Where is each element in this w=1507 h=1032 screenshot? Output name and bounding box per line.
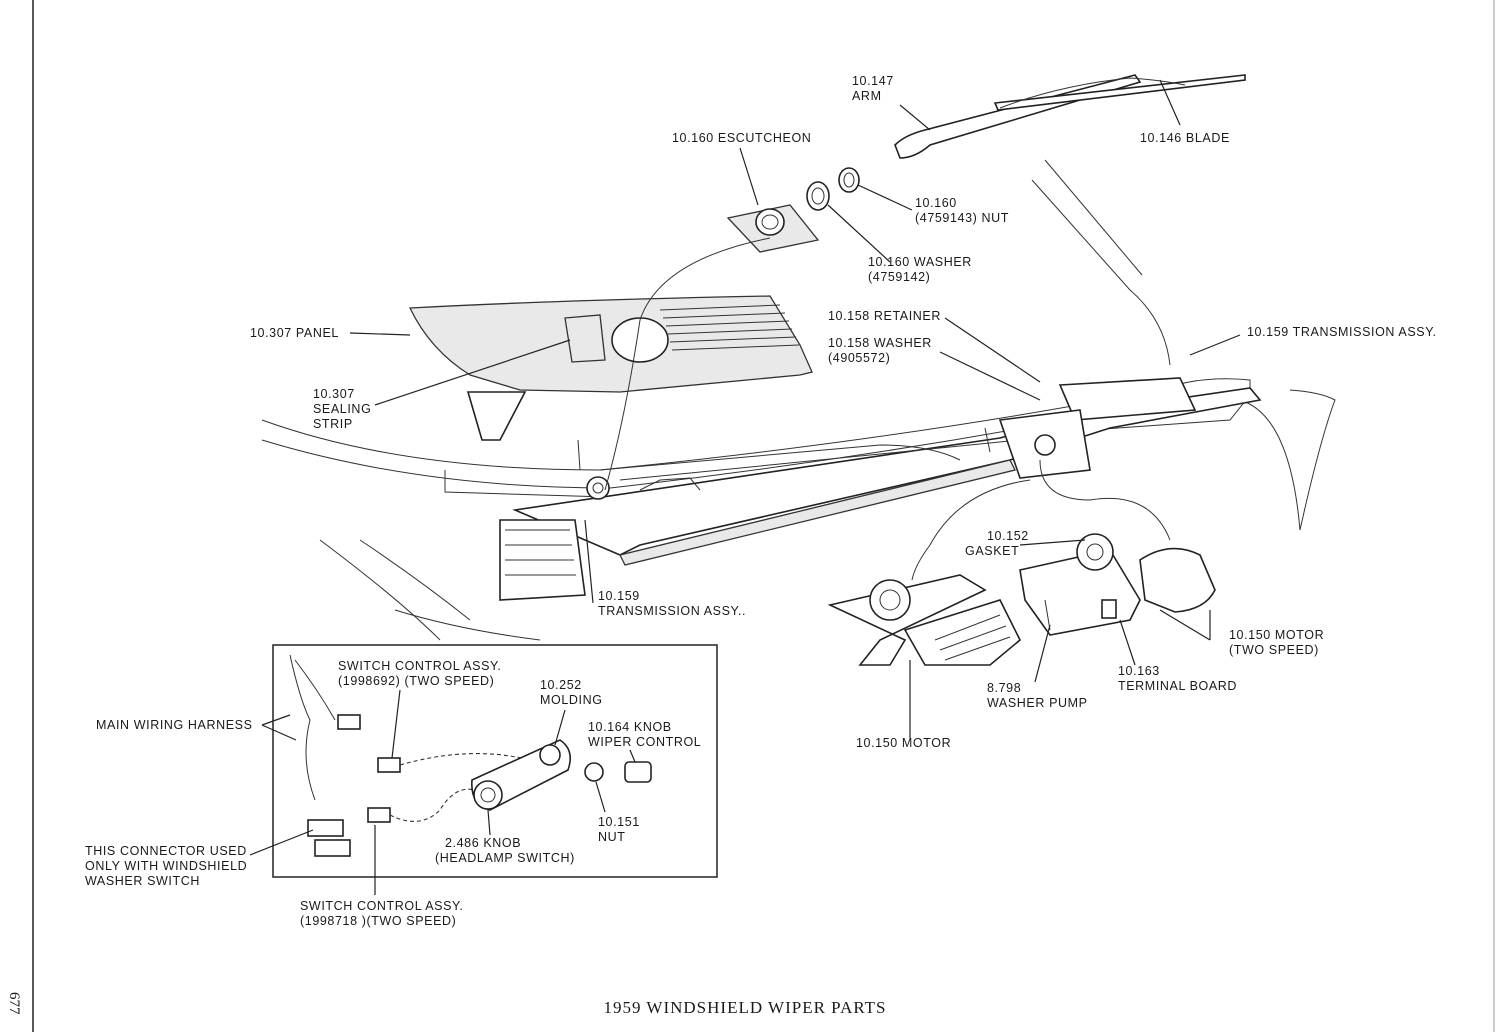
windshield-outline <box>1031 159 1336 531</box>
page-number: 677 <box>6 992 22 1015</box>
label-motor-two-speed: 10.150 MOTOR(TWO SPEED) <box>1229 628 1325 657</box>
label-switch-control-top: SWITCH CONTROL ASSY.(1998692) (TWO SPEED… <box>338 659 502 688</box>
motor-left <box>827 574 1021 666</box>
linkage-frame <box>499 377 1262 601</box>
switch-inset-box <box>272 644 718 878</box>
label-escutcheon: 10.160 ESCUTCHEON <box>672 131 812 145</box>
label-retainer: 10.158 RETAINER <box>828 309 941 323</box>
label-knob-headlamp: 2.486 KNOB(HEADLAMP SWITCH) <box>435 836 575 865</box>
motor-wires <box>1039 459 1171 541</box>
label-panel: 10.307 PANEL <box>250 326 339 340</box>
label-washer: 10.160 WASHER(4759142) <box>868 255 972 284</box>
label-transmission-right: 10.159 TRANSMISSION ASSY. <box>1247 325 1437 339</box>
nut-part <box>838 167 860 193</box>
label-main-harness: MAIN WIRING HARNESS <box>96 718 253 732</box>
cowl-panel <box>408 295 813 441</box>
label-washer-158: 10.158 WASHER(4905572) <box>828 336 932 365</box>
leader-lines <box>249 79 1241 895</box>
label-motor: 10.150 MOTOR <box>856 736 952 750</box>
wiper-arm-blade <box>894 74 1246 159</box>
cable <box>604 237 771 491</box>
diagram-caption: 1959 WINDSHIELD WIPER PARTS <box>603 998 887 1017</box>
escutcheon-part <box>726 204 820 253</box>
label-switch-control-bottom: SWITCH CONTROL ASSY.(1998718 )(TWO SPEED… <box>300 899 464 928</box>
motor-right <box>1019 533 1216 636</box>
label-nut: 10.160(4759143) NUT <box>915 196 1009 225</box>
washer-part <box>806 181 830 211</box>
label-blade: 10.146 BLADE <box>1140 131 1230 145</box>
motor-wires-2 <box>911 479 1031 581</box>
